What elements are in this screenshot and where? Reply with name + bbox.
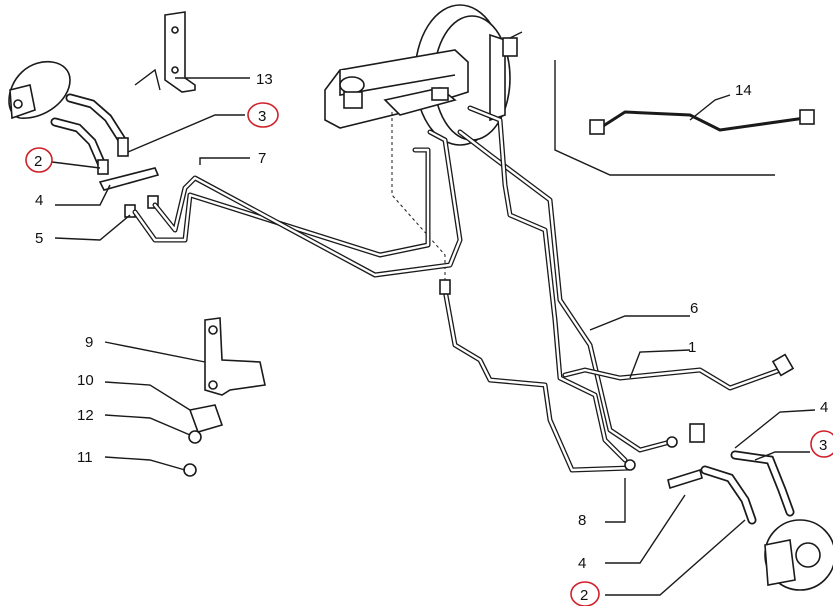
sensor-wiring-panel [554, 60, 815, 176]
rigid-pipes-rear [439, 105, 673, 473]
callout-6: 6 [690, 300, 698, 317]
callout-2b: 2 [580, 587, 588, 604]
callout-12: 12 [77, 407, 94, 424]
callout-14: 14 [735, 82, 752, 99]
callout-2a: 2 [34, 153, 42, 170]
callout-9: 9 [85, 334, 93, 351]
callout-1: 1 [688, 339, 696, 356]
callout-8: 8 [578, 512, 586, 529]
callout-3b-highlight [810, 430, 833, 458]
callout-10: 10 [77, 372, 94, 389]
leader-lines [51, 77, 816, 596]
master-cylinder-reservoir [324, 49, 469, 285]
callout-11: 11 [77, 449, 93, 466]
callout-3a-highlight [247, 102, 279, 128]
callout-3b: 3 [819, 437, 827, 454]
callout-4b: 4 [820, 399, 828, 416]
right-rear-components [624, 423, 833, 591]
callout-4a: 4 [35, 192, 43, 209]
callout-2b-highlight [570, 581, 600, 606]
rigid-pipes-left [132, 129, 463, 278]
left-front-components [8, 11, 196, 218]
callout-4c: 4 [578, 555, 586, 572]
callout-labels: 13 3 7 2 4 5 14 6 1 9 10 12 11 4 3 8 4 2 [25, 71, 833, 606]
bracket-assembly [183, 317, 266, 477]
callout-3a: 3 [258, 108, 266, 125]
callout-2a-highlight [25, 147, 53, 173]
callout-7: 7 [258, 150, 266, 167]
pipe-1 [562, 353, 795, 391]
callout-13: 13 [256, 71, 273, 88]
callout-5: 5 [35, 230, 43, 247]
